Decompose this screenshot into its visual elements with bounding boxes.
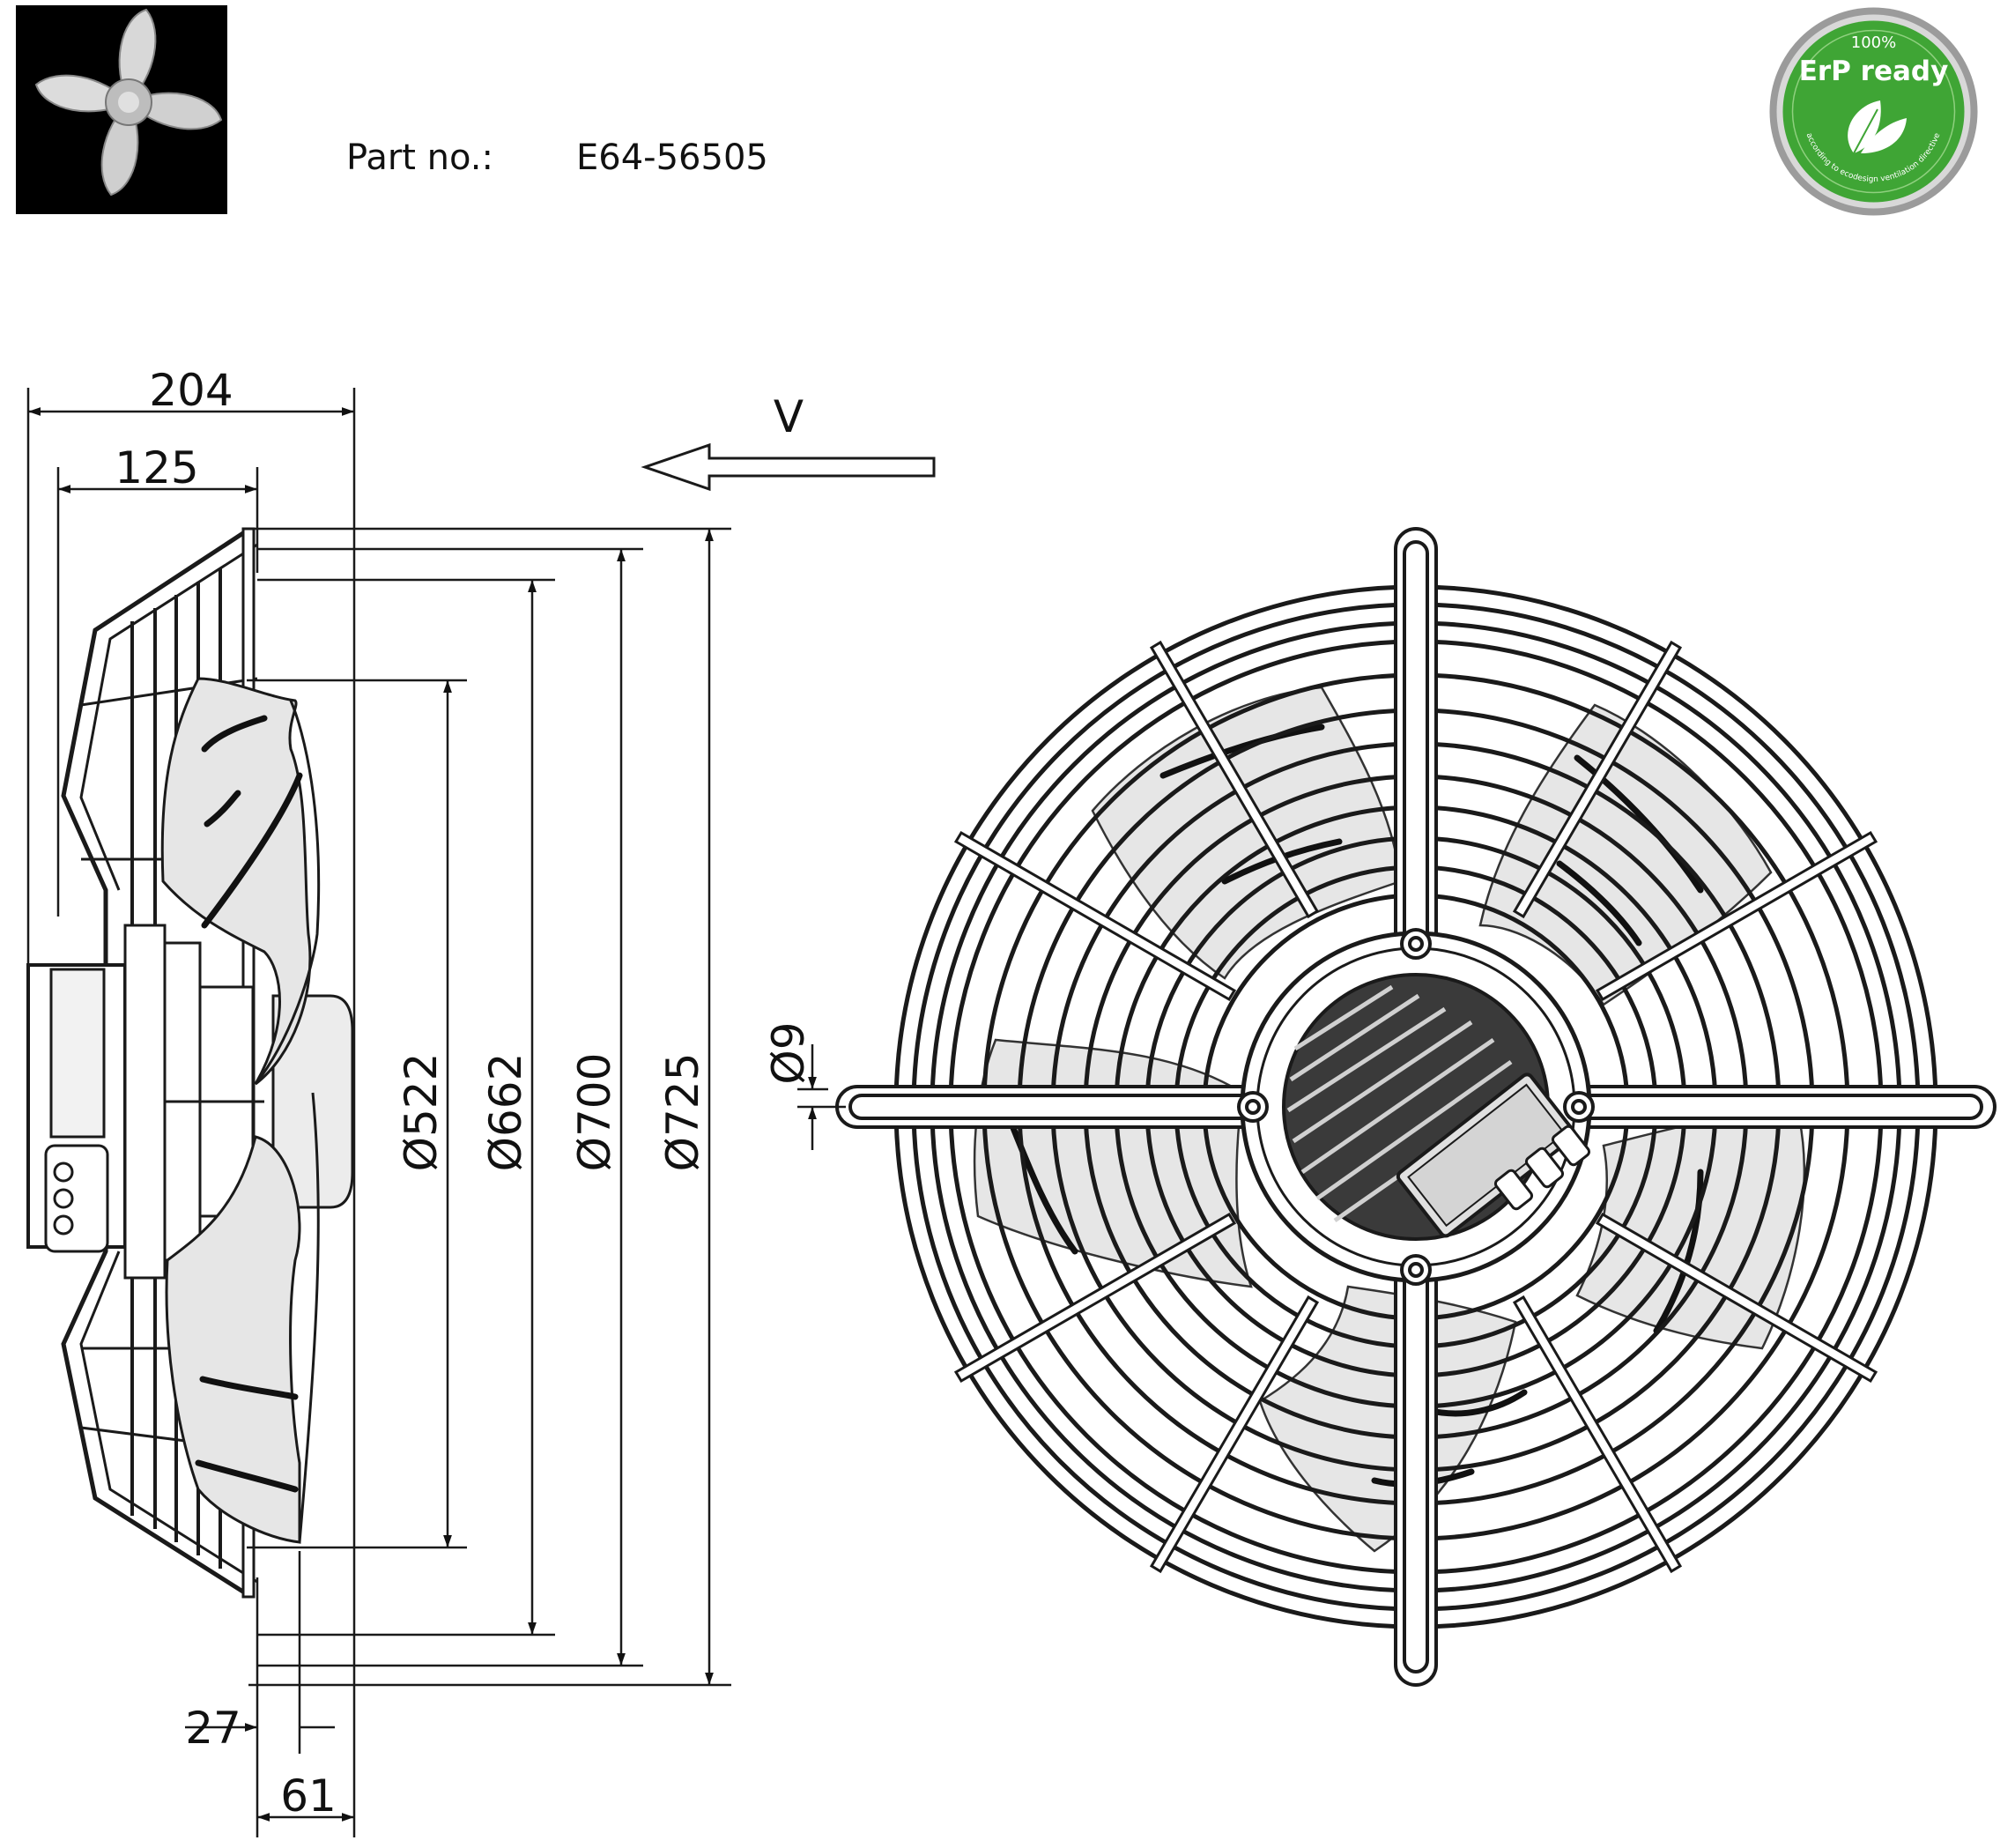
front-view bbox=[835, 527, 1996, 1687]
dim-offset-27: 27 bbox=[185, 1703, 241, 1754]
dim-diameter-700: Ø700 bbox=[569, 1053, 620, 1172]
dim-depth-total: 204 bbox=[149, 365, 233, 416]
airflow-direction-arrow bbox=[641, 442, 936, 492]
airflow-label: V bbox=[774, 391, 804, 442]
dim-diameter-725: Ø725 bbox=[657, 1053, 708, 1172]
badge-title: ErP ready bbox=[1799, 56, 1949, 87]
dim-hole-9: Ø9 bbox=[763, 1021, 814, 1084]
fan-product-photo bbox=[16, 5, 227, 214]
side-view-dimensions bbox=[26, 388, 731, 1837]
side-view bbox=[26, 527, 354, 1599]
dim-diameter-662: Ø662 bbox=[480, 1053, 531, 1172]
dim-diameter-522: Ø522 bbox=[396, 1053, 447, 1172]
dim-depth-guard: 125 bbox=[115, 442, 198, 494]
erp-ready-badge: 100% ErP ready according to ecodesign ve… bbox=[1767, 5, 1980, 218]
dim-offset-61: 61 bbox=[280, 1770, 337, 1822]
leaf-icon bbox=[1848, 100, 1907, 154]
hole-dimension bbox=[797, 1044, 846, 1150]
part-number-label: Part no.: bbox=[346, 137, 493, 178]
part-number-value: E64-56505 bbox=[576, 137, 768, 178]
badge-percent: 100% bbox=[1851, 33, 1896, 52]
